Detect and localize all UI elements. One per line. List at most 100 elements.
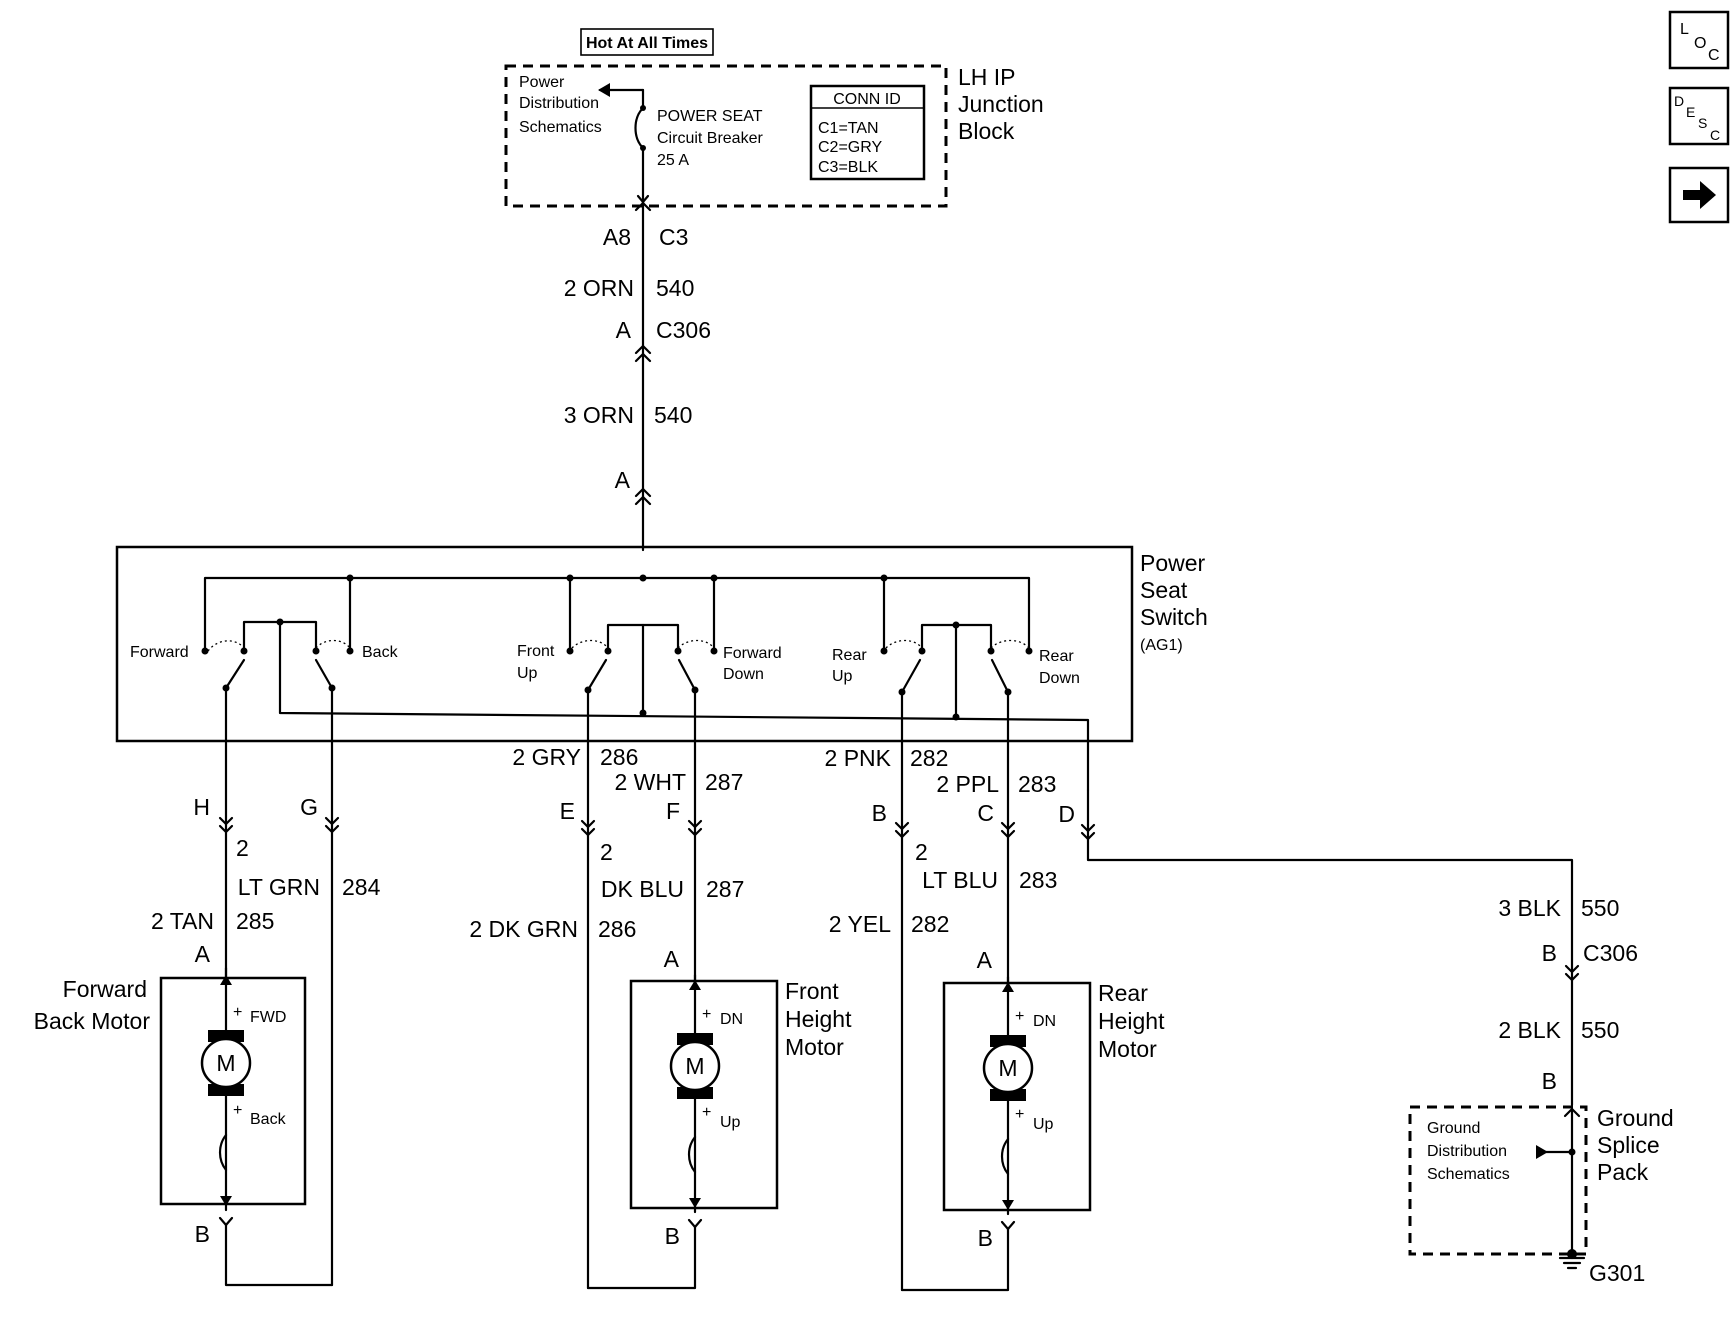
rh-wire-yel: 2 YEL: [829, 911, 891, 937]
pin-d: D: [1058, 801, 1075, 827]
fh-motor-pin-b: B: [665, 1223, 680, 1249]
switch-name-1: Power: [1140, 550, 1206, 576]
switch-name-3: Switch: [1140, 604, 1208, 630]
switch-name-2: Seat: [1140, 577, 1188, 603]
ground-wire1-num: 550: [1581, 895, 1619, 921]
hot-at-all-times-box: [580, 28, 714, 56]
fh-motor-name-1: Front: [785, 978, 839, 1004]
pin-b-out: B: [872, 800, 887, 826]
motor-icon: M: [200, 1030, 252, 1096]
junction-block: Hot At All Times Power Distribution Sche…: [504, 28, 1044, 208]
wire-gry-color: 2 GRY: [512, 744, 581, 770]
rh-motor-name-2: Height: [1098, 1008, 1165, 1034]
switch-label-rear-up-2: Up: [832, 668, 853, 685]
switch-label-front-up-2: Up: [517, 665, 538, 682]
power-distribution-label-3: Schematics: [519, 119, 602, 136]
fh-motor-up-label: Up: [720, 1114, 741, 1131]
rh-motor-name-3: Motor: [1098, 1036, 1157, 1062]
feed-c306: C306: [656, 317, 711, 343]
wire-pnk-color: 2 PNK: [825, 745, 892, 771]
rear-height-switch-icon: [880, 639, 1033, 696]
switch-label-forward-down-2: Down: [723, 666, 764, 683]
wire-wht-num: 287: [705, 769, 743, 795]
feed-c306-pin: A: [616, 317, 632, 343]
fb-motor-m: M: [216, 1050, 235, 1076]
rh-motor-dn-label: DN: [1033, 1013, 1056, 1030]
fh-wire-dkblu: DK BLU: [601, 876, 684, 902]
power-distribution-label-2: Distribution: [519, 95, 599, 112]
ground-symbol-icon: [1558, 1248, 1586, 1270]
breaker-name-1: POWER SEAT: [657, 108, 763, 125]
pin-e: E: [560, 798, 575, 824]
switch-label-rear-down-1: Rear: [1039, 648, 1074, 665]
breaker-name-2: Circuit Breaker: [657, 130, 763, 147]
power-seat-switch: Power Seat Switch (AG1): [115, 545, 1208, 792]
fb-motor-fwd-label: FWD: [250, 1009, 286, 1026]
fb-motor-name-2: Back Motor: [34, 1008, 151, 1034]
next-button[interactable]: [1668, 166, 1730, 224]
fb-wire-tan-num: 285: [236, 908, 274, 934]
rh-wire-ltblu-num: 283: [1019, 867, 1057, 893]
ground-dist-label-1: Ground: [1427, 1120, 1480, 1137]
desc-d: D: [1674, 93, 1684, 109]
loc-button[interactable]: L O C: [1668, 10, 1730, 70]
conn-id-1: C1=TAN: [818, 120, 879, 137]
pin-f: F: [666, 798, 680, 824]
rh-motor-plus-1: +: [1015, 1008, 1024, 1025]
ground-distribution-arrow-icon: [1536, 1145, 1574, 1159]
limit-switch-icon: [1000, 1137, 1010, 1176]
feed-switch-pin: A: [615, 467, 631, 493]
desc-button[interactable]: D E S C: [1668, 86, 1730, 146]
fb-wire-tan: 2 TAN: [151, 908, 214, 934]
switch-label-forward: Forward: [130, 644, 189, 661]
fb-motor-plus-2: +: [233, 1102, 242, 1119]
loc-o: O: [1694, 35, 1706, 52]
switch-label-rear-down-2: Down: [1039, 670, 1080, 687]
ground-splice-name-3: Pack: [1597, 1159, 1649, 1185]
feed-pin-a8: A8: [603, 224, 631, 250]
circuit-breaker-icon: [634, 88, 646, 202]
switch-label-front-up-1: Front: [517, 643, 555, 660]
conn-id-3: C3=BLK: [818, 159, 878, 176]
fb-wire-gauge: 2: [236, 835, 249, 861]
rh-motor-plus-2: +: [1015, 1106, 1024, 1123]
switch-label-back: Back: [362, 644, 399, 661]
fb-wire-ltgrn: LT GRN: [238, 874, 320, 900]
wire-ppl-color: 2 PPL: [936, 771, 999, 797]
rh-motor-box: [942, 981, 1092, 1212]
rh-motor-pin-b: B: [978, 1225, 993, 1251]
feed-wire1-num: 540: [656, 275, 694, 301]
ground-splice-name-2: Splice: [1597, 1132, 1660, 1158]
rh-wire-gauge: 2: [915, 839, 928, 865]
fh-motor-name-2: Height: [785, 1006, 852, 1032]
fh-wire-dkgrn: 2 DK GRN: [469, 916, 578, 942]
fb-motor-pin-a: A: [195, 941, 211, 967]
loc-c: C: [1708, 47, 1720, 64]
ground-g301: G301: [1589, 1260, 1645, 1286]
feed-wire1-color: 2 ORN: [564, 275, 634, 301]
feed-wire2-color: 3 ORN: [564, 402, 634, 428]
fb-motor-name-1: Forward: [63, 976, 147, 1002]
fb-motor-plus-1: +: [233, 1004, 242, 1021]
rh-motor-m: M: [998, 1055, 1017, 1081]
switch-label-forward-down-1: Forward: [723, 645, 782, 662]
feed-wire2-num: 540: [654, 402, 692, 428]
desc-c: C: [1710, 127, 1720, 143]
feed-wire: A8 C3 2 ORN 540 A C306 3 ORN 540 A: [564, 194, 711, 552]
limit-switch-icon: [218, 1133, 228, 1172]
ground-wire2-num: 550: [1581, 1017, 1619, 1043]
fh-wire-gauge: 2: [600, 839, 613, 865]
ground-c306-pin: B: [1542, 940, 1557, 966]
pin-h: H: [193, 794, 210, 820]
forward-back-switch-icon: [201, 639, 354, 692]
right-arrow-icon: [1683, 181, 1716, 209]
switch-outline: [115, 545, 1134, 743]
fh-motor-pin-a: A: [664, 946, 680, 972]
power-distribution-label-1: Power: [519, 74, 565, 91]
junction-block-name-2: Junction: [958, 91, 1044, 117]
ground-pin-b: B: [1542, 1068, 1557, 1094]
forward-back-motor: A M + FWD + Back Forward Back Motor B: [34, 941, 334, 1287]
output-wires: H G E F B C D 2 GRY 286 2 WHT 287 2 PNK …: [151, 686, 1574, 1292]
rh-wire-yel-num: 282: [911, 911, 949, 937]
